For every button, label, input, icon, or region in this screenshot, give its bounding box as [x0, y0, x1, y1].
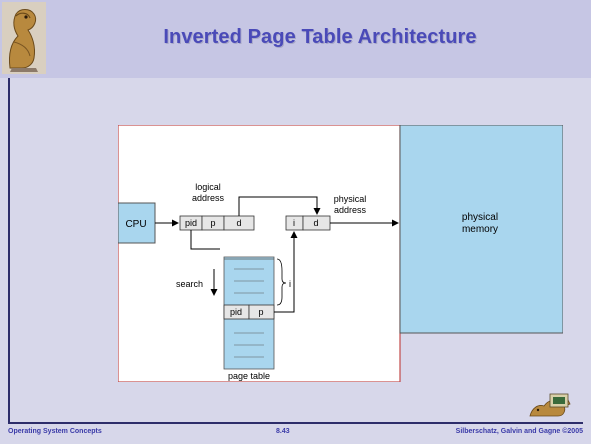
- search-connector: [190, 230, 220, 250]
- logical-address-label-2: address: [192, 193, 225, 203]
- logical-d-text: d: [236, 218, 241, 228]
- dinosaur-computer-logo-icon: [529, 393, 571, 417]
- physical-i-text: i: [293, 218, 295, 228]
- footer-rule: [8, 422, 583, 424]
- cpu-label: CPU: [125, 219, 146, 230]
- table-entry-pid-text: pid: [230, 307, 242, 317]
- left-rule: [8, 78, 10, 422]
- footer-course: Operating System Concepts: [8, 428, 102, 435]
- logical-pid-text: pid: [185, 218, 197, 228]
- physical-address-label-1: physical: [334, 194, 367, 204]
- offset-copy-arrow: [238, 196, 321, 216]
- logical-p-text: p: [210, 218, 215, 228]
- footer-copyright: Silberschatz, Galvin and Gagne ©2005: [455, 428, 583, 435]
- physical-memory-label-2: memory: [462, 224, 498, 235]
- index-label: i: [289, 279, 291, 289]
- physical-address-label-2: address: [334, 205, 367, 215]
- footer-slide-number: 8.43: [276, 428, 290, 435]
- physical-d-text: d: [313, 218, 318, 228]
- logical-address-label-1: logical: [195, 182, 221, 192]
- cpu-box: [118, 202, 156, 244]
- index-to-frame-arrow: [274, 231, 298, 313]
- physical-memory-label-1: physical: [462, 212, 498, 223]
- dinosaur-logo-icon: [2, 2, 46, 74]
- inverted-page-table-diagram: physical memory CPU logical address pid …: [118, 125, 563, 382]
- page-table-label: page table: [228, 371, 270, 381]
- search-label: search: [176, 279, 203, 289]
- slide-title: Inverted Page Table Architecture: [163, 26, 477, 48]
- physical-memory-box: [399, 125, 563, 334]
- index-brace: [276, 258, 287, 306]
- title-bar: [0, 0, 591, 78]
- table-entry-p-text: p: [258, 307, 263, 317]
